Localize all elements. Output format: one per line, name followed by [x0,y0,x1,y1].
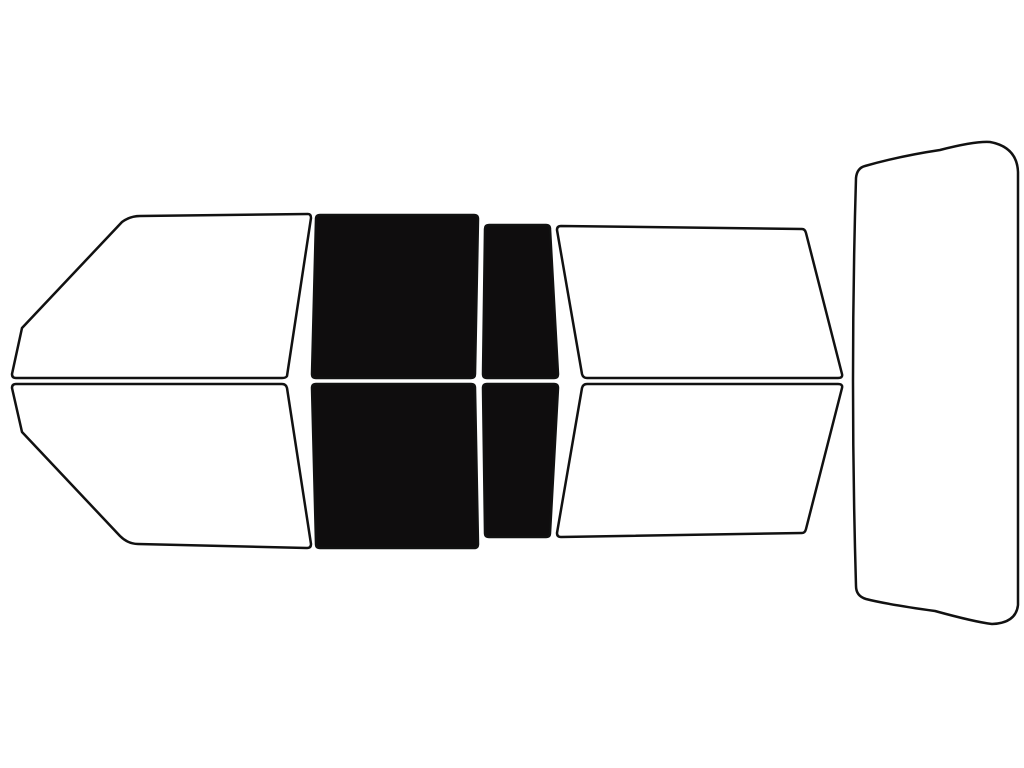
rear-window [851,140,1020,626]
front-left-door-window [310,213,480,380]
front-right-door-window [310,382,480,550]
front-right-window [10,382,313,550]
rear-right-door-window [481,382,560,539]
rear-right-quarter-window [555,382,844,539]
rear-left-door-window [481,223,560,380]
front-left-window [10,212,313,380]
rear-left-quarter-window [555,224,844,380]
